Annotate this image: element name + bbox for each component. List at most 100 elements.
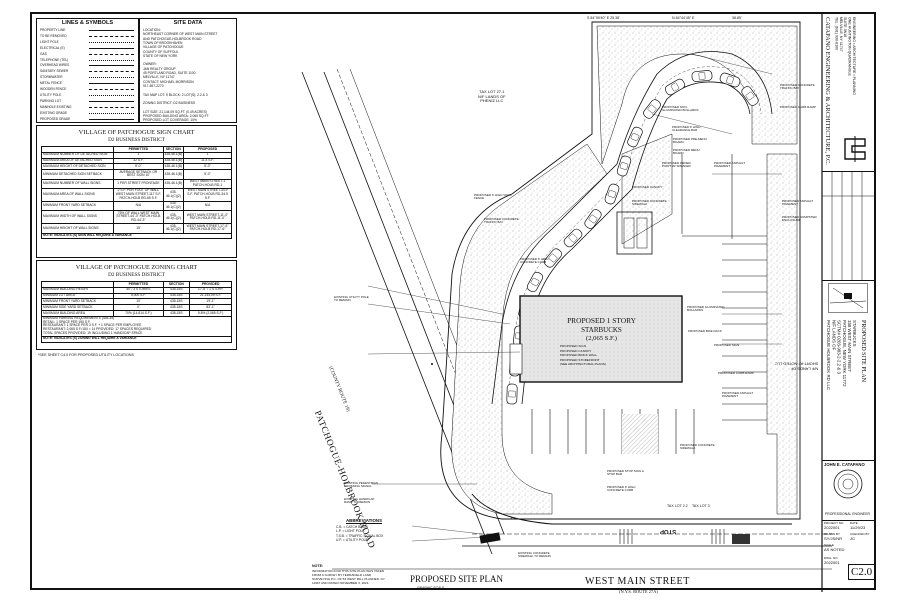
bearing-north-2: N 84°44'45" E [672, 16, 695, 20]
site-data-line: TAX MAP LOT: 9 BLOCK: 2 LOT(S): 2.2 & 3 [143, 92, 208, 97]
callout-label: PROPOSED PRE-MENU BOARD [673, 137, 707, 145]
callout-label: EXISTING CONCRETE SIDEWALK TO REMAIN [518, 551, 551, 559]
building-canopy [509, 343, 523, 375]
legend-row-label: GAS [40, 51, 47, 56]
building-note: PROPOSED STOREFRONT [560, 357, 600, 362]
building-footprint [519, 295, 683, 383]
north-arrow [431, 363, 433, 365]
table-cell: 40' / 3 STORIES [113, 286, 164, 294]
car-symbol [526, 271, 544, 293]
sign-chart-title: VILLAGE OF PATCHOGUE SIGN CHART [78, 129, 195, 136]
car-symbol [506, 383, 518, 405]
legend-row-symbol [89, 53, 134, 55]
scale-value: AS NOTED [824, 547, 845, 552]
table-cell: WEST MAIN STREET-17'-6" PATCH-HOLB RD-17… [183, 223, 232, 234]
parking-stalls-south [531, 409, 695, 454]
zoning-chart-title: VILLAGE OF PATCHOGUE ZONING CHART [75, 264, 198, 271]
key-map [828, 283, 868, 313]
project-line: 158 WEST MAIN STREET [847, 320, 853, 372]
legend-row-label: SANITARY SEWER [40, 69, 69, 74]
car-symbol [584, 209, 602, 229]
site-data-title: SITE DATA [173, 20, 203, 26]
legend-title: LINES & SYMBOLS [61, 20, 114, 26]
title-block: CATAPANO ENGINEERING & ARCHITECTURE, P.C… [822, 14, 876, 588]
sheet-note: *SEE SHEET C4.0 FOR PROPOSED UTILITY LOC… [38, 353, 134, 357]
building-note: PROPOSED CANOPY [560, 348, 592, 353]
car-symbol [604, 183, 620, 205]
legend-row-symbol [89, 47, 134, 49]
dumpster-enclosure [616, 211, 653, 255]
front-curb [471, 493, 792, 525]
site-data-line: PROPOSED BUILDING AREA: 2,065 SQ.FT. [143, 114, 210, 118]
leader-lines [367, 53, 782, 542]
checked-value: JC [850, 536, 855, 541]
parking-line: MINIMUM PARKING REQUIREMENTS (435-35) [43, 316, 115, 321]
legend-row-label: UTILITY POLE [40, 92, 62, 97]
callout-label: PROPOSED ORDER POINT W/ SPEAKER [662, 161, 691, 169]
drawn-label: DRAWN BY [824, 532, 841, 536]
callout-label: PROPOSED ILLUMINATED BOLLARDS [687, 305, 725, 313]
parking-line: TOTAL SPACES PROVIDED: 19 INCLUDING 1 HA… [43, 330, 143, 335]
table-header-cell: PROVIDED [189, 281, 232, 288]
parking-stalls [681, 154, 767, 421]
project-line: PATCHOGUE, NEW YORK 11772 [841, 320, 847, 387]
car-windshield [619, 162, 629, 170]
zoning-chart-box: VILLAGE OF PATCHOGUE ZONING CHART D2 BUS… [36, 260, 237, 350]
legend-row-label: TELEPHONE (TEL) [40, 57, 69, 62]
callout-label: PROPOSED ASPHALT PAVEMENT [722, 391, 754, 399]
firm-logo [844, 136, 866, 162]
note-title: NOTE: [312, 564, 324, 568]
abbreviation-item: L.P. = LIGHT POLE [336, 529, 365, 534]
note-line: 11967 AND DATED NOVEMBER 3, 2021. [312, 581, 370, 585]
legend-row-symbol [89, 100, 134, 102]
revision-table [822, 172, 874, 281]
car-windshield [630, 132, 640, 142]
tax-lot-north-line: TAX LOT 27.1 [479, 89, 505, 94]
seal-box: JOHN E. CATAPANO PROFESSIONAL ENGINEER [822, 460, 874, 521]
tax-lot-north-line: PHENIZ LLC [480, 98, 504, 104]
table-cell: 17'-6" / 1 STORY [189, 286, 232, 294]
note-line: SURVEYING P.C. OF 53 WEST MILL PLANNED, … [312, 577, 385, 581]
table-cell: 15' [113, 223, 164, 234]
legend-row-label: LIGHT POLE [40, 39, 59, 44]
site-data-line: 45 PORTLAND ROAD, SUITE 1100 [143, 71, 196, 75]
site-data-line: AND PATCHOGUE-HOLBROOK ROAD [143, 36, 202, 41]
engineer-seal [833, 469, 863, 499]
legend-row-symbol [89, 94, 134, 96]
site-data-line: OWNER: [143, 62, 157, 67]
project-line: N/F LANDS OF [831, 320, 837, 351]
table-cell: 83'-1" [189, 304, 232, 311]
project-no: 2022001 [824, 525, 840, 530]
callout-label: EXISTING UTILITY POLE TO REMAIN [334, 295, 369, 303]
legend-row-label: PROPOSED GRADE [40, 116, 71, 121]
zoning-chart-subtitle: D2 BUSINESS DISTRICT [108, 272, 165, 278]
callout-label: PROPOSED 6' HIGH CONCRETE CURB [607, 485, 636, 493]
legend-row-symbol [89, 35, 134, 37]
note-line: INFORMATION FOR THIS SITE PLAN WAS TAKEN [312, 569, 385, 573]
landscape-area-west [451, 143, 608, 515]
legend-row-label: WOODEN FENCE [40, 87, 67, 91]
chart-note: NOTE: INDICATES (S) ZONING WILL REQUIRE … [41, 335, 232, 343]
legend-row-symbol [89, 65, 134, 67]
callout-label: PROPOSED CURB RAMP [780, 105, 816, 109]
parking-line: RESTAURANT: 2,065 S.F./150 = 14 PROVIDED… [43, 327, 152, 332]
car-windshield [530, 277, 540, 287]
callout-label: PROPOSED CONCRETE SIDEWALK [680, 443, 715, 451]
site-plan-drawing [301, 14, 832, 592]
car-windshield [670, 82, 680, 92]
table-cell: 1 PER STREET FRONTAGE [113, 178, 164, 189]
table-cell: 0' [113, 304, 164, 311]
tax-lot-b: TAX LOT 3 [692, 504, 710, 508]
handicap-ramp [479, 532, 501, 544]
dwg-label: DWG. NO. [824, 556, 839, 560]
crosswalk [619, 529, 725, 544]
engineer-title: PROFESSIONAL ENGINEER [825, 512, 870, 516]
bearing-north: S 84°59'40" E 25.38' [587, 16, 620, 20]
landscape-area-center [621, 133, 673, 245]
